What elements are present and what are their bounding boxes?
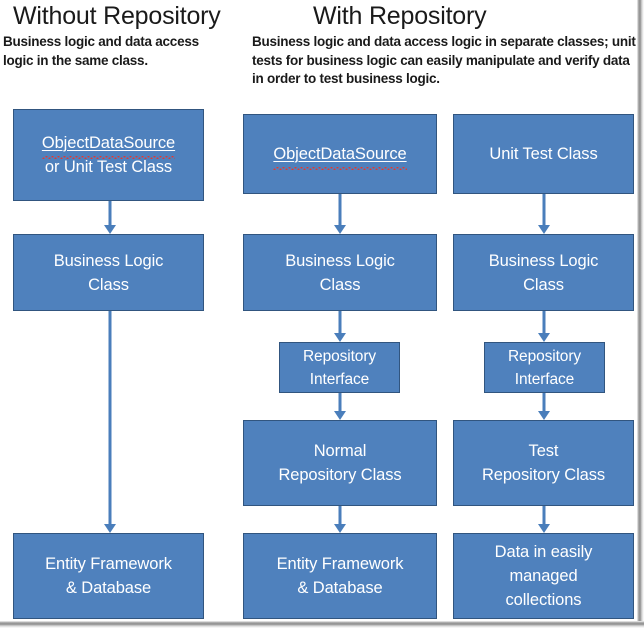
node-left-entity-framework[interactable]: Entity Framework& Database xyxy=(13,533,204,619)
arrow-right-unit-test-to-business-logic xyxy=(536,194,552,234)
node-mid-objectdatasource-label: ObjectDataSource xyxy=(273,142,407,170)
node-mid-objectdatasource[interactable]: ObjectDataSource xyxy=(243,114,437,194)
arrow-mid-objectdatasource-to-business-logic xyxy=(332,194,348,234)
arrow-shaft xyxy=(338,311,342,333)
node-right-unit-test-label: Unit Test Class xyxy=(489,145,598,163)
arrow-head xyxy=(538,333,550,342)
heading-without-repository: Without Repository xyxy=(13,2,221,30)
arrow-head xyxy=(104,524,116,533)
arrow-left-business-logic-to-entity-framework xyxy=(102,311,118,533)
arrow-right-repository-interface-to-test-repository xyxy=(536,393,552,420)
frame-border-right xyxy=(637,0,644,628)
arrow-head xyxy=(538,524,550,533)
arrow-shaft xyxy=(338,194,342,225)
arrow-head xyxy=(334,411,346,420)
arrow-head xyxy=(538,225,550,234)
spellcheck-objectdatasource: ObjectDataSource xyxy=(41,131,176,159)
arrow-mid-repository-interface-to-normal-repository xyxy=(332,393,348,420)
arrow-mid-business-logic-to-repository-interface xyxy=(332,311,348,342)
subtitle-with-repository: Business logic and data access logic in … xyxy=(252,34,636,86)
node-left-entity-framework-label: Entity Framework& Database xyxy=(45,555,172,597)
arrow-shaft xyxy=(542,393,546,411)
heading-with-repository: With Repository xyxy=(313,2,487,30)
arrow-shaft xyxy=(338,393,342,411)
arrow-shaft xyxy=(338,506,342,524)
arrow-right-test-repository-to-data-collections xyxy=(536,506,552,533)
arrow-head xyxy=(334,225,346,234)
node-right-unit-test[interactable]: Unit Test Class xyxy=(453,114,634,194)
arrow-shaft xyxy=(542,506,546,524)
subtitle-without-repository: Business logic and data access logic in … xyxy=(3,34,199,68)
frame-border-bottom xyxy=(0,621,644,628)
node-mid-entity-framework-label: Entity Framework& Database xyxy=(276,555,404,597)
arrow-right-business-logic-to-repository-interface xyxy=(536,311,552,342)
spellcheck-objectdatasource: ObjectDataSource xyxy=(273,142,407,170)
arrow-left-objectdatasource-to-business-logic xyxy=(102,201,118,234)
arrow-mid-normal-repository-to-entity-framework xyxy=(332,506,348,533)
arrow-shaft xyxy=(542,194,546,225)
arrow-head xyxy=(334,333,346,342)
node-mid-entity-framework[interactable]: Entity Framework& Database xyxy=(243,533,437,619)
arrow-shaft xyxy=(108,311,112,524)
arrow-head xyxy=(104,225,116,234)
arrow-head xyxy=(334,524,346,533)
arrow-shaft xyxy=(108,201,112,225)
arrow-shaft xyxy=(542,311,546,333)
arrow-head xyxy=(538,411,550,420)
